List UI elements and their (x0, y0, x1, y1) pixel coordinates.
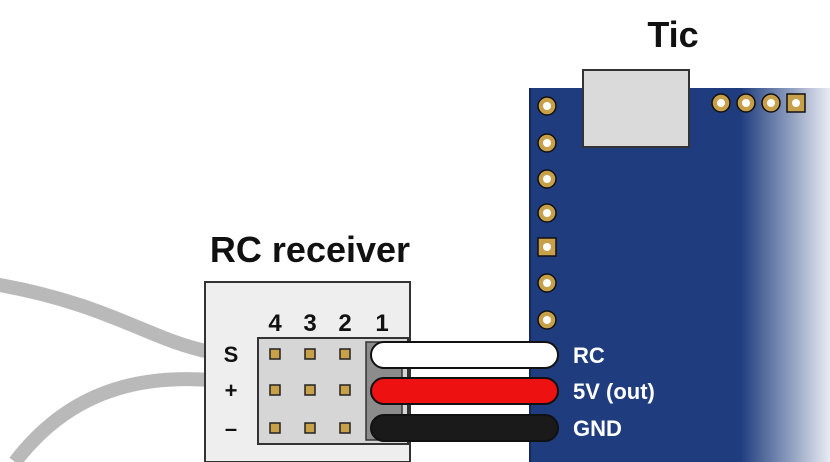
usb-connector (582, 69, 690, 148)
header-pin (269, 384, 281, 396)
channel-label: 4 (268, 310, 282, 337)
tic-pad-hole (543, 209, 551, 217)
header-pin (269, 348, 281, 360)
tic-pads (537, 93, 806, 330)
servo-cable-top (0, 278, 217, 359)
servo-cable-bottom (9, 372, 211, 462)
connection-labels: RC 5V (out) GND (573, 343, 655, 441)
tic-pad-hole (543, 316, 551, 324)
header-pin (269, 422, 281, 434)
connection-label: 5V (out) (573, 379, 655, 404)
header-pin (339, 348, 351, 360)
wire (370, 341, 559, 369)
row-label: – (225, 416, 237, 441)
tic-pad-hole (543, 102, 551, 110)
tic-pcb (530, 88, 830, 462)
tic-pad-hole (543, 175, 551, 183)
servo-cables (0, 278, 217, 462)
board-title: Tic (647, 14, 698, 55)
header-pin (304, 348, 316, 360)
wires (370, 341, 559, 442)
header-pin (304, 422, 316, 434)
header-pin (304, 384, 316, 396)
channel-label: 1 (375, 310, 388, 337)
row-label: + (225, 378, 238, 403)
receiver-title: RC receiver (210, 229, 410, 270)
row-label: S (224, 342, 239, 367)
connection-label: RC (573, 343, 605, 368)
tic-pad-hole (543, 243, 551, 251)
header-pin (339, 422, 351, 434)
wire (370, 377, 559, 405)
tic-pad-hole (767, 99, 775, 107)
tic-pad-hole (792, 99, 800, 107)
tic-board (529, 69, 830, 462)
connection-label: GND (573, 416, 622, 441)
tic-pad-hole (717, 99, 725, 107)
channel-label: 2 (338, 310, 351, 337)
tic-pad-hole (742, 99, 750, 107)
channel-label: 3 (303, 310, 316, 337)
wire (370, 414, 559, 442)
header-pin (339, 384, 351, 396)
tic-pad-hole (543, 139, 551, 147)
tic-pad-hole (543, 279, 551, 287)
row-labels: S + – (224, 342, 239, 441)
